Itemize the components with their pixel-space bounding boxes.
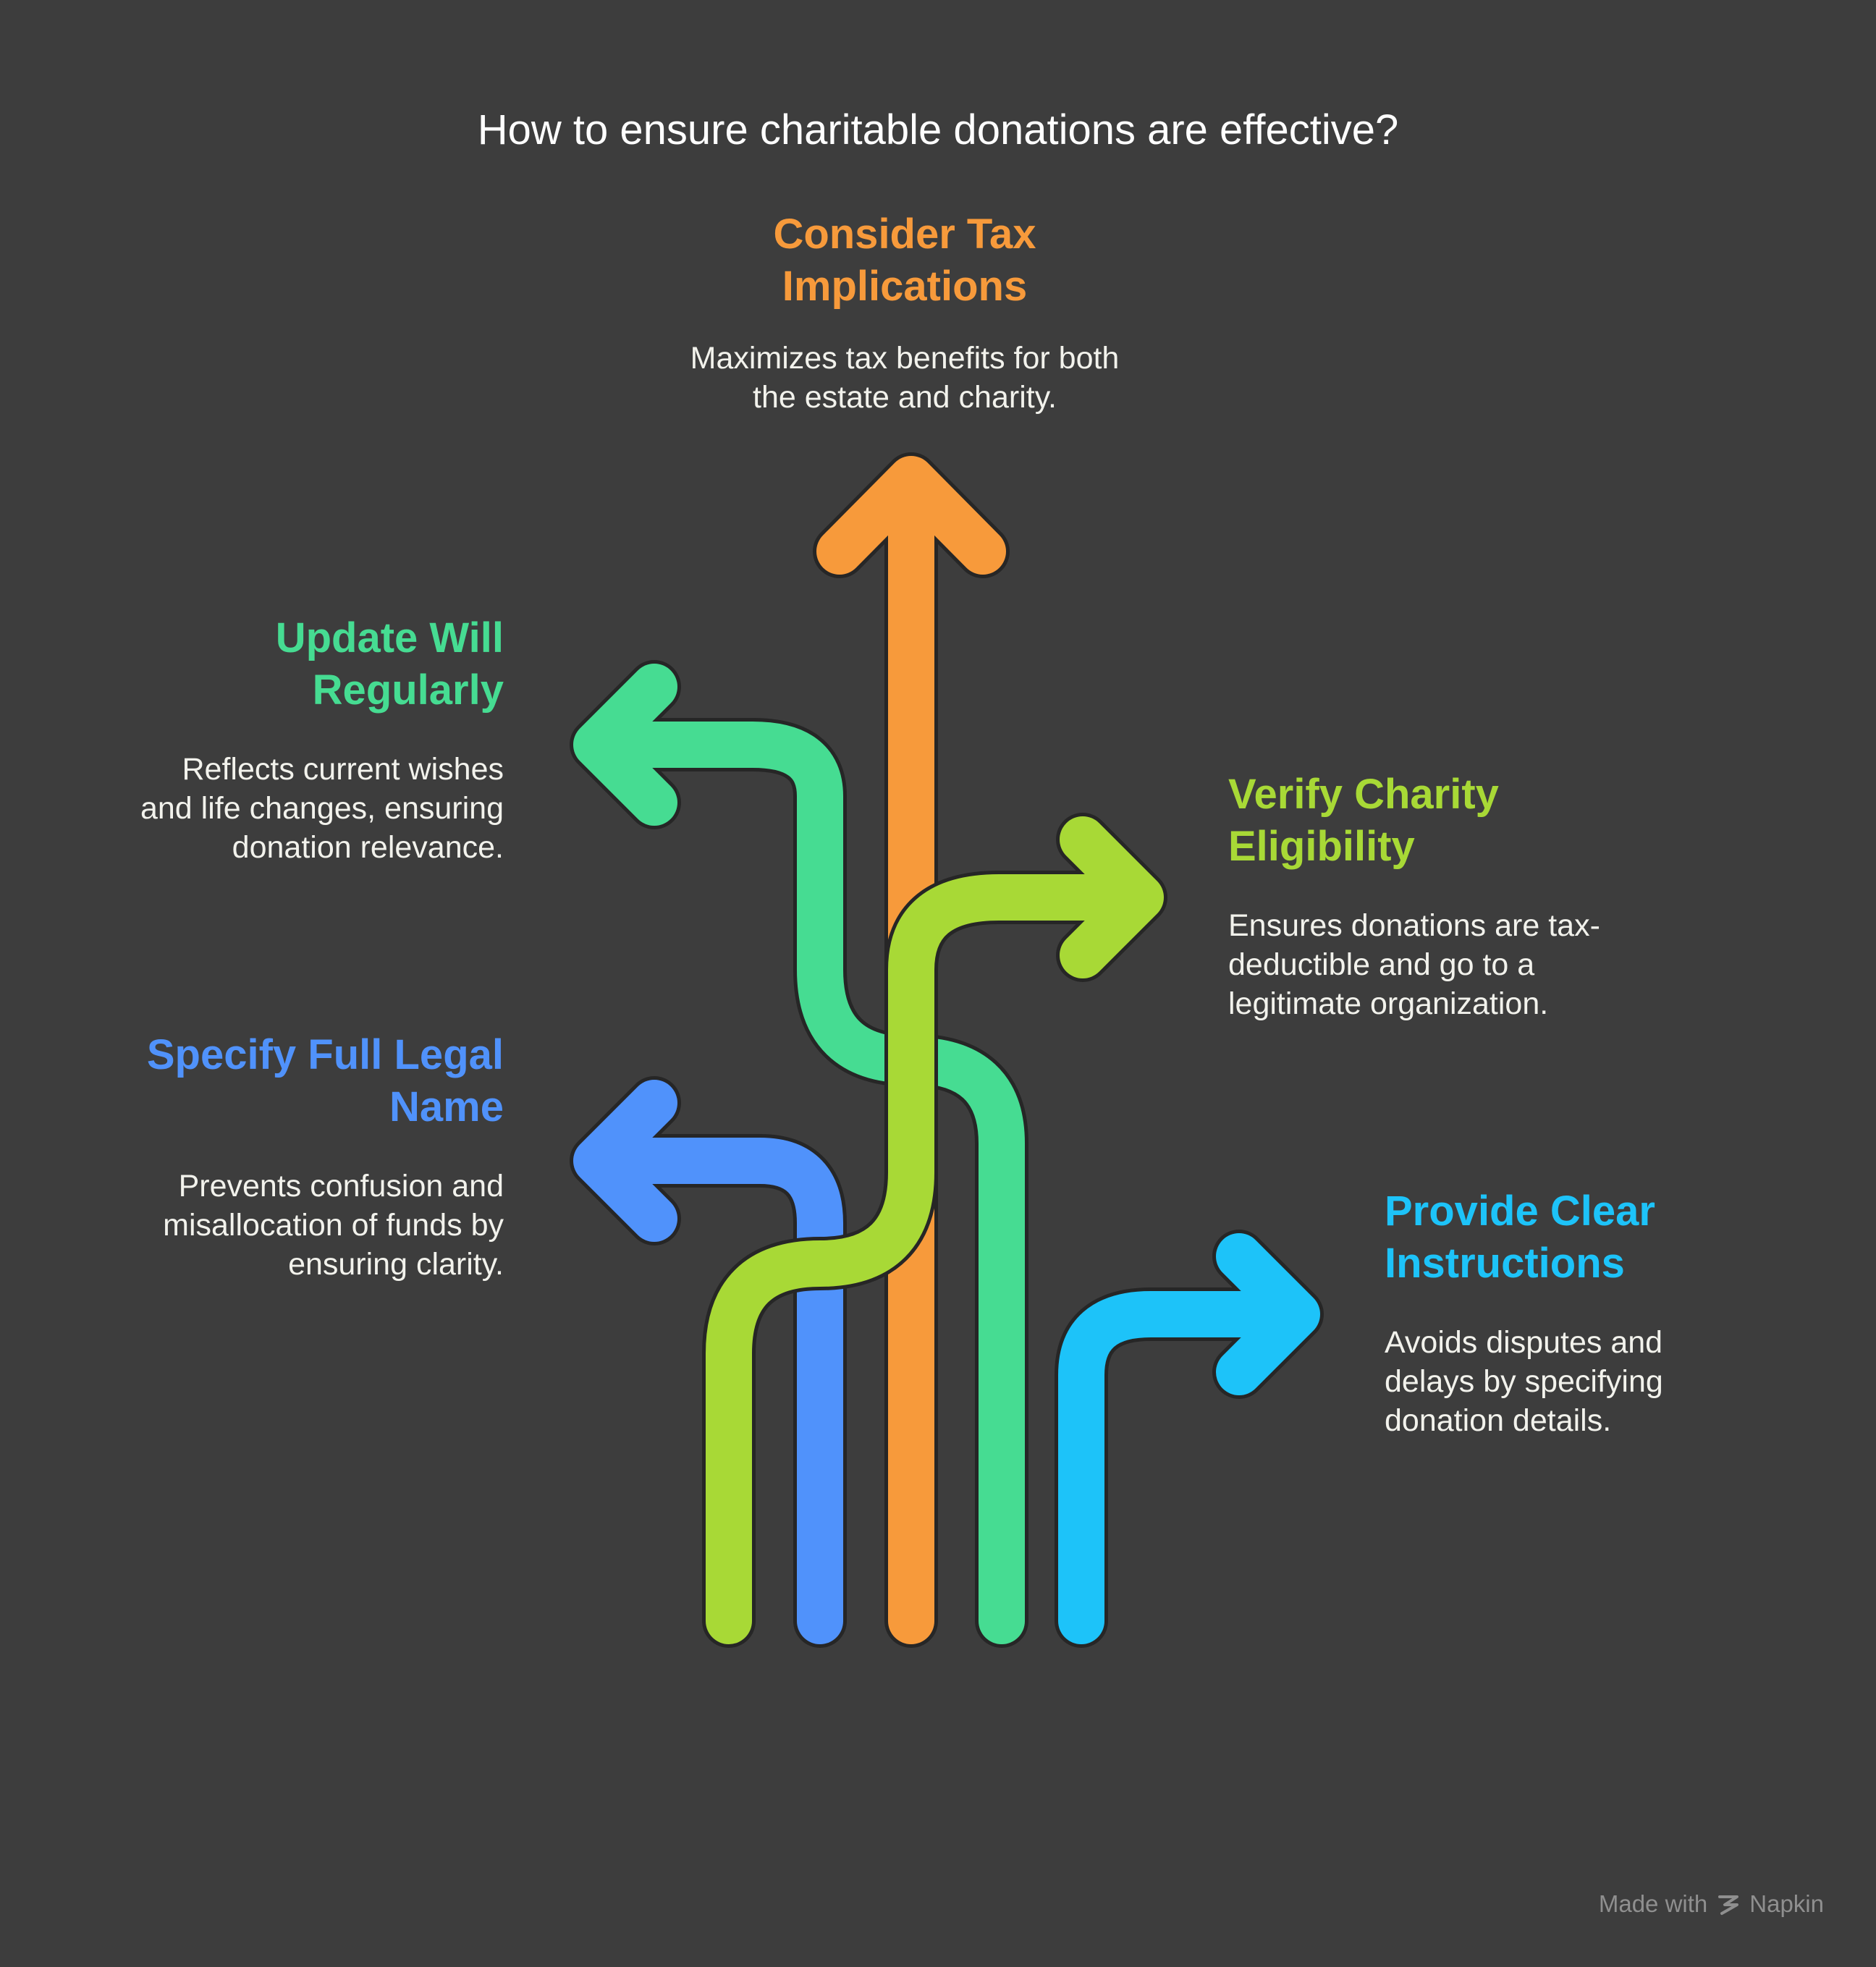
update-description-line-2: and life changes, ensuring: [140, 791, 504, 826]
update-heading-line-2: Regularly: [312, 667, 504, 714]
update-heading-line-1: Update Will: [275, 614, 504, 661]
verify-description-line-1: Ensures donations are tax-: [1228, 908, 1600, 943]
clear-heading-line-2: Instructions: [1385, 1240, 1625, 1287]
verify-description-line-3: legitimate organization.: [1228, 986, 1549, 1021]
tax-heading-line-2: Implications: [782, 263, 1028, 310]
clear-description: Avoids disputes and delays by specifying…: [1385, 1323, 1790, 1440]
tax-heading-line-1: Consider Tax: [773, 211, 1036, 258]
napkin-logo-icon: [1716, 1892, 1741, 1916]
tax-heading: Consider Tax Implications: [651, 208, 1158, 313]
verify-heading-line-1: Verify Charity: [1228, 771, 1499, 818]
legal-description-line-1: Prevents confusion and: [178, 1169, 504, 1204]
update-arrow: [570, 660, 1028, 1648]
verify-heading-line-2: Eligibility: [1228, 823, 1415, 870]
legal-arrow: [570, 1076, 847, 1648]
legal-heading-line-1: Specify Full Legal: [146, 1031, 504, 1078]
verify-heading: Verify Charity Eligibility: [1228, 769, 1691, 873]
tax-description-line-2: the estate and charity.: [753, 380, 1057, 415]
watermark: Made with Napkin: [1599, 1890, 1824, 1918]
watermark-brand: Napkin: [1749, 1890, 1824, 1917]
update-heading: Update Will Regularly: [116, 612, 504, 716]
legal-description: Prevents confusion and misallocation of …: [101, 1167, 504, 1284]
legal-description-line-2: misallocation of funds by: [163, 1208, 504, 1243]
verify-description-line-2: deductible and go to a: [1228, 947, 1535, 982]
legal-description-line-3: ensuring clarity.: [288, 1247, 504, 1282]
update-description-line-1: Reflects current wishes: [182, 752, 504, 787]
tax-description: Maximizes tax benefits for both the esta…: [637, 339, 1172, 417]
legal-heading: Specify Full Legal Name: [116, 1029, 504, 1133]
clear-description-line-2: delays by specifying: [1385, 1364, 1663, 1399]
legal-heading-line-2: Name: [389, 1083, 504, 1130]
verify-description: Ensures donations are tax- deductible an…: [1228, 906, 1662, 1023]
clear-heading-line-1: Provide Clear: [1385, 1188, 1655, 1235]
clear-description-line-3: donation details.: [1385, 1403, 1612, 1438]
clear-description-line-1: Avoids disputes and: [1385, 1325, 1663, 1360]
verify-arrow: [702, 813, 1167, 1648]
watermark-prefix: Made with: [1598, 1890, 1708, 1917]
page-title: How to ensure charitable donations are e…: [477, 106, 1399, 153]
update-description-line-3: donation relevance.: [232, 830, 504, 865]
clear-arrow: [1055, 1230, 1324, 1648]
update-description: Reflects current wishes and life changes…: [101, 750, 504, 867]
clear-heading: Provide Clear Instructions: [1385, 1185, 1819, 1290]
tax-description-line-1: Maximizes tax benefits for both: [690, 341, 1120, 376]
